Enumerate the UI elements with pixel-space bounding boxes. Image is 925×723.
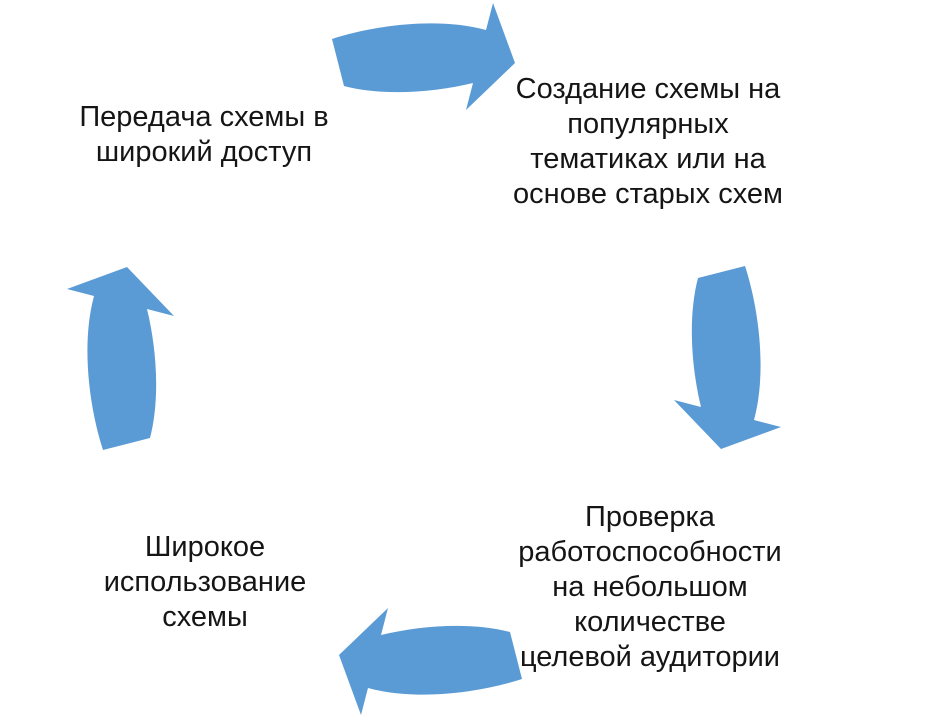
node-use-label: Широкое использование схемы	[55, 530, 355, 635]
cycle-arrow-down-icon	[674, 266, 781, 449]
node-test-line-1: Проверка	[585, 501, 715, 533]
arrow-shape	[67, 267, 174, 450]
cycle-arrow-right-icon	[332, 3, 515, 110]
node-test-line-3: на небольшом	[552, 571, 748, 603]
node-test-line-2: работоспособности	[518, 536, 782, 568]
arrow-shape	[674, 266, 781, 449]
node-publish-label: Передача схемы в широкий доступ	[54, 100, 354, 170]
cycle-arrow-up-icon	[67, 267, 174, 450]
node-create-line-3: тематиках или на	[530, 143, 766, 175]
arrow-shape	[339, 608, 522, 715]
node-use-line-3: схемы	[162, 601, 248, 633]
node-create-line-4: основе старых схем	[513, 178, 783, 210]
node-use-line-2: использование	[103, 566, 307, 598]
node-publish-line-1: Передача схемы в	[79, 101, 329, 133]
node-publish-line-2: широкий доступ	[95, 136, 313, 168]
node-test-line-4: количестве	[574, 606, 726, 638]
node-create-line-2: популярных	[567, 108, 729, 140]
node-test-line-5: целевой аудитории	[519, 641, 781, 673]
arrow-shape	[332, 3, 515, 110]
cycle-arrow-left-icon	[339, 608, 522, 715]
node-create-label: Создание схемы на популярных тематиках и…	[493, 72, 803, 212]
node-test-label: Проверка работоспособности на небольшом …	[495, 500, 805, 675]
node-create-line-1: Создание схемы на	[515, 73, 781, 105]
node-use-line-1: Широкое	[144, 531, 266, 563]
